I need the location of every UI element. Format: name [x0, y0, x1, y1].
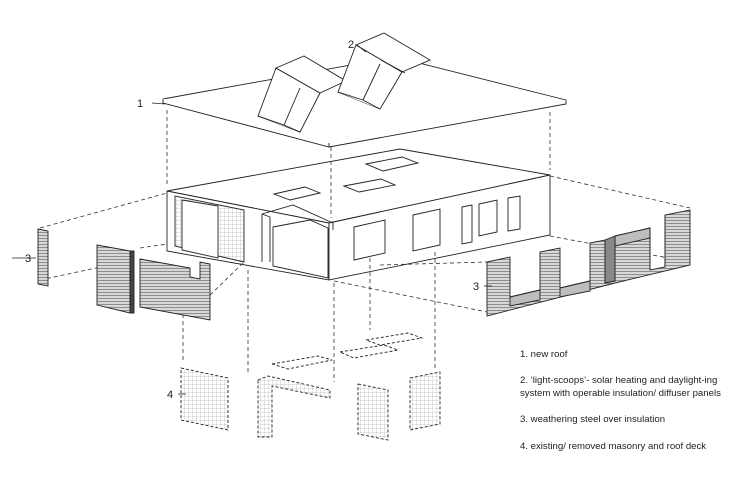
callout-3-right: 3: [473, 281, 479, 293]
callout-1: 1: [137, 98, 143, 110]
legend-item-2: 2. ‘light-scoops’- solar heating and day…: [520, 375, 721, 399]
legend-item-4: 4. existing/ removed masonry and roof de…: [520, 440, 707, 452]
callout-3-left: 3: [25, 253, 31, 265]
steel-panels-left: [37, 228, 211, 321]
removed-masonry-and-roof-deck: [180, 332, 441, 441]
legend-item-3: 3. weathering steel over insulation: [520, 414, 666, 426]
house-body: [166, 148, 551, 281]
legend-item-1: 1. new roof: [520, 349, 568, 360]
steel-panels-right: [486, 209, 691, 317]
legend: 1. new roof 2. ‘light-scoops’- solar hea…: [520, 349, 735, 467]
light-scoops: [257, 32, 431, 133]
callout-4: 4: [167, 389, 173, 401]
callout-2: 2: [348, 39, 354, 51]
